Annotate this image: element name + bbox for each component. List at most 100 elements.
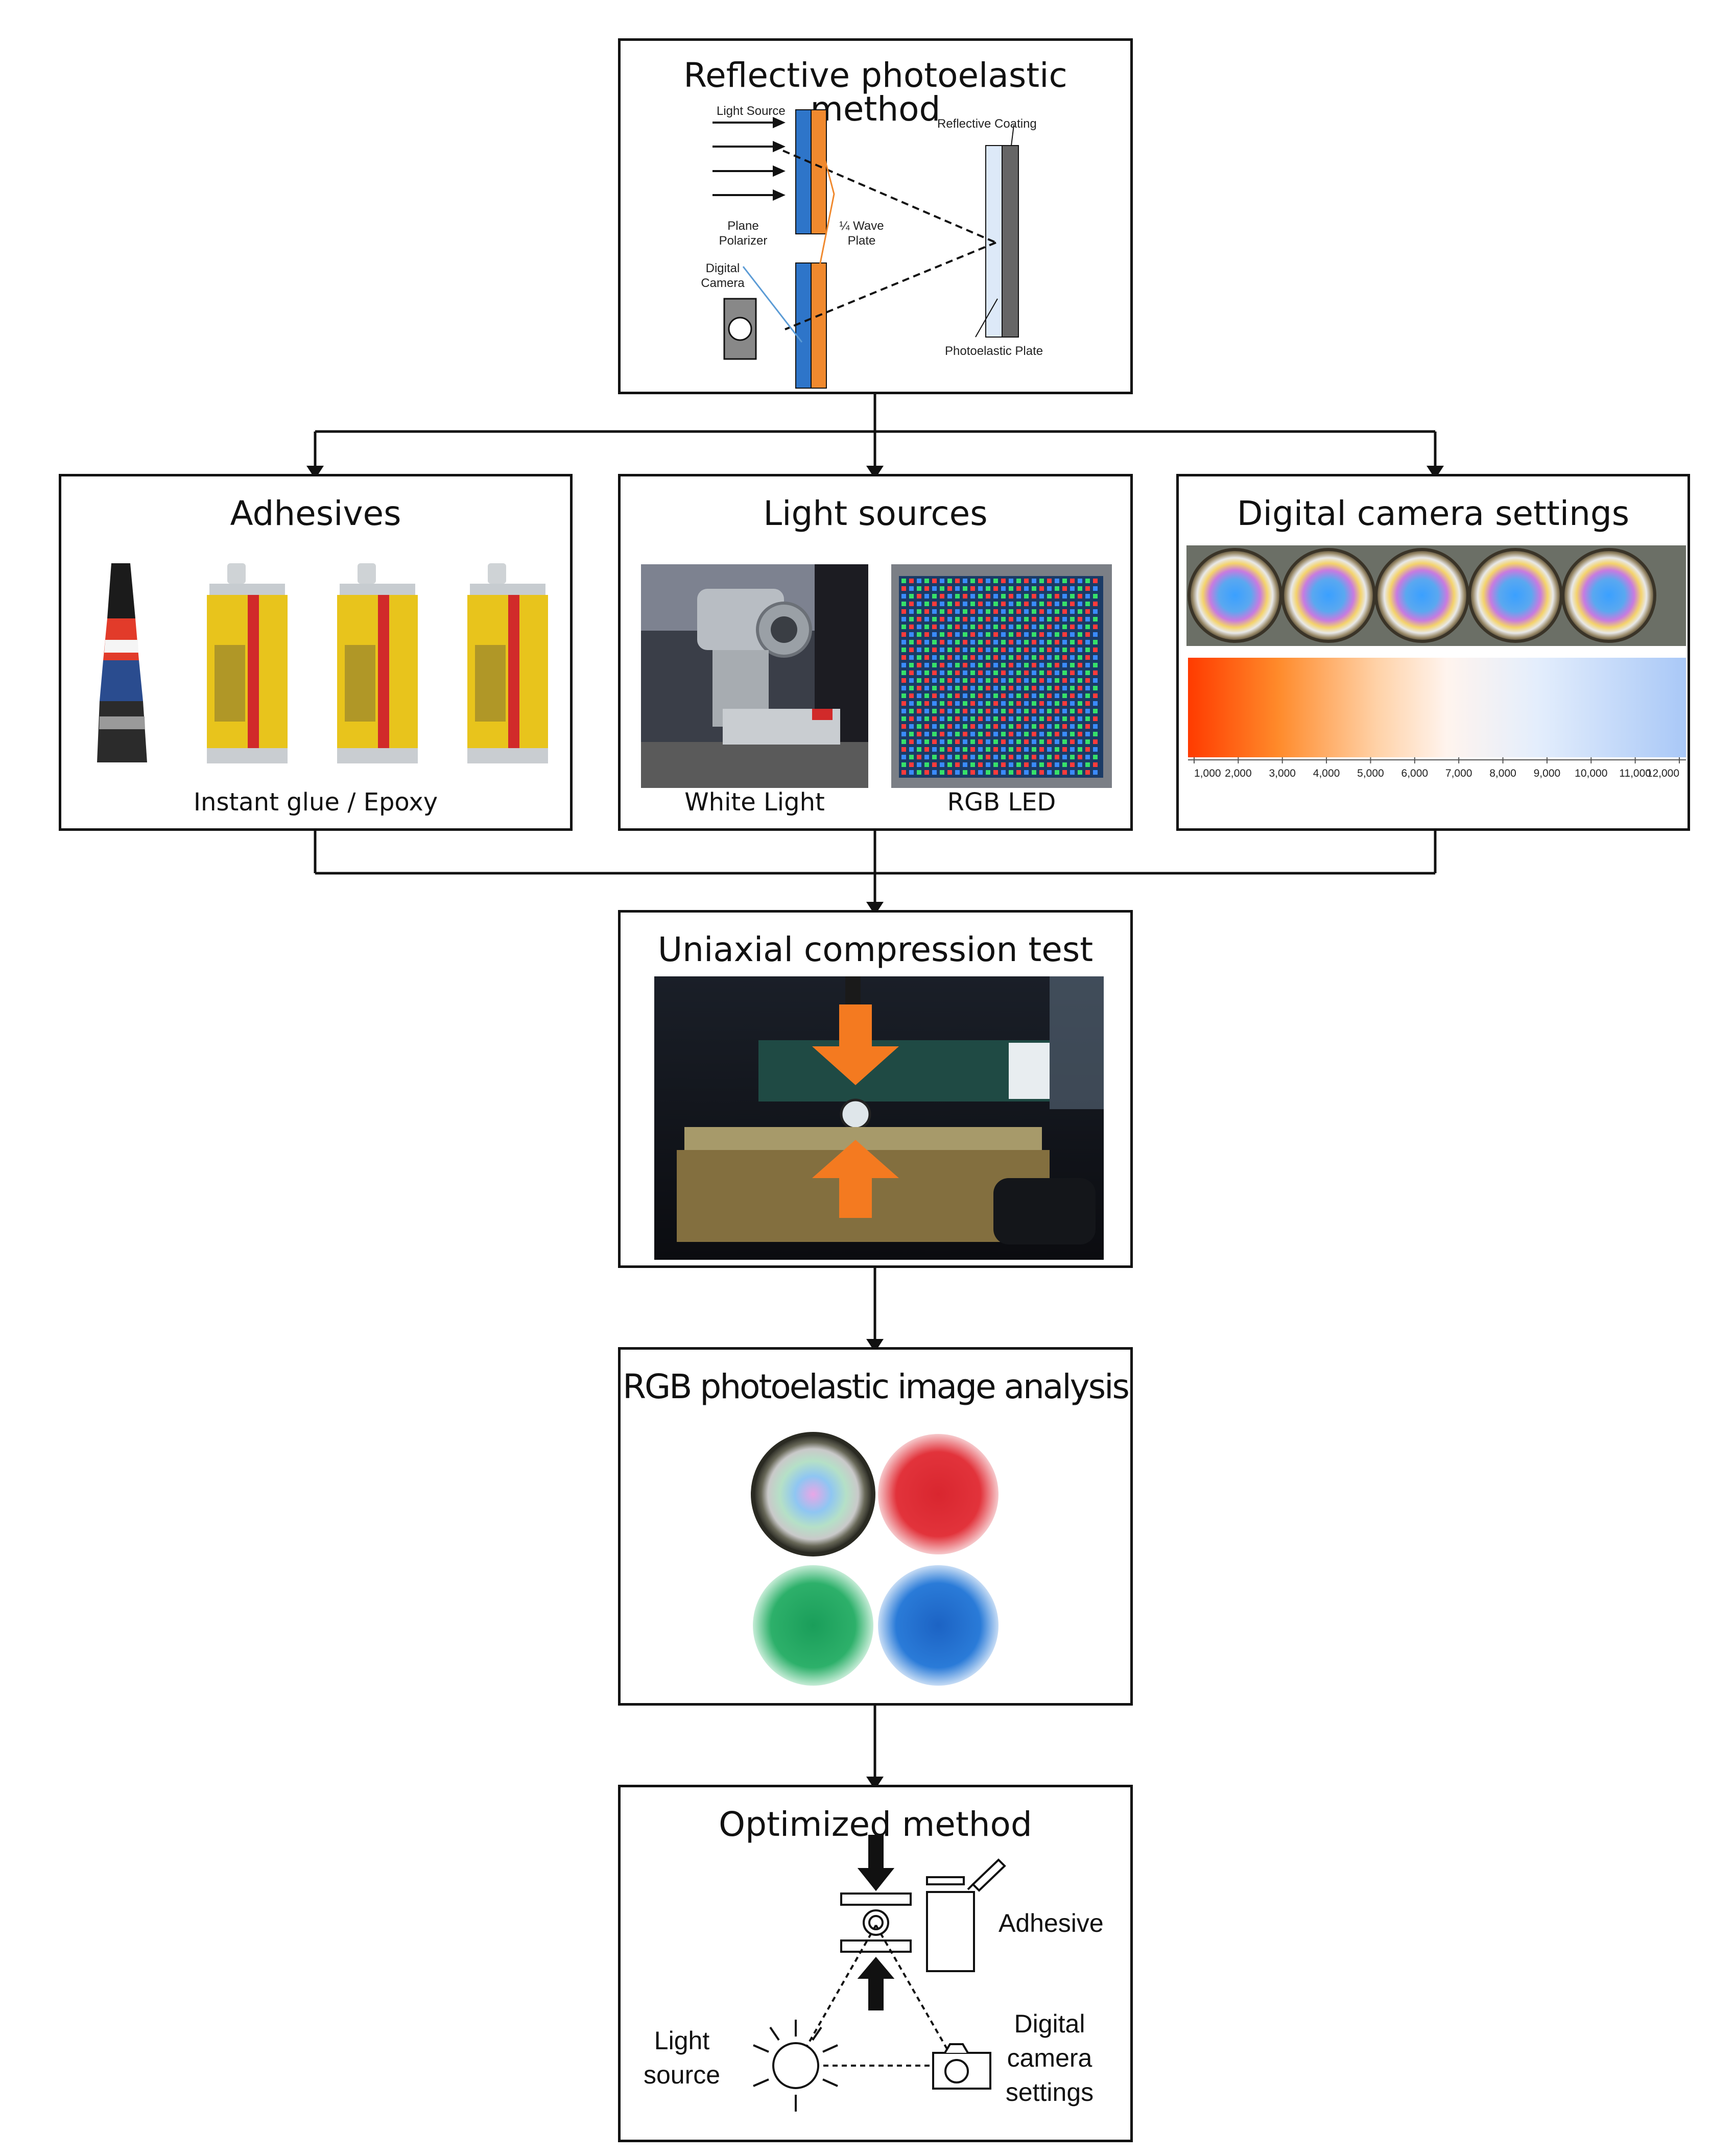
led-dot (940, 617, 944, 621)
led-dot (940, 640, 944, 644)
led-dot (1078, 617, 1082, 621)
led-dot (1039, 617, 1044, 621)
led-dot (978, 686, 983, 690)
led-dot (986, 609, 990, 614)
led-dot (1070, 579, 1075, 583)
led-dot (917, 579, 921, 583)
led-dot (955, 678, 960, 683)
led-dot (1047, 640, 1052, 644)
led-dot (1001, 663, 1006, 667)
led-dot (978, 732, 983, 736)
led-dot (1024, 655, 1029, 660)
led-dot (1055, 663, 1059, 667)
led-dot (901, 640, 906, 644)
led-dot (901, 663, 906, 667)
led-dot (1085, 663, 1090, 667)
led-dot (986, 770, 990, 775)
led-dot (1085, 648, 1090, 652)
kelvin-tick-label: 1,000 (1194, 768, 1221, 779)
white-balance-samples (1187, 548, 1656, 643)
label-light-source-line2: source (644, 2061, 720, 2089)
color-temperature-gradient (1188, 658, 1686, 757)
led-dot (924, 716, 929, 721)
led-dot (1078, 747, 1082, 752)
led-dot (947, 632, 952, 637)
led-dot (924, 625, 929, 629)
reflective-setup-diagram: Light Source Reflective Coating Plane Po… (701, 104, 1043, 389)
led-dot (986, 670, 990, 675)
led-dot (924, 640, 929, 644)
led-dot (978, 701, 983, 706)
led-dot (993, 716, 998, 721)
led-dot (1047, 755, 1052, 759)
led-dot (1024, 709, 1029, 713)
led-dot (1070, 693, 1075, 698)
arrowhead-optimized (866, 1777, 884, 1790)
led-dot (909, 716, 914, 721)
led-dot (1093, 655, 1098, 660)
led-dot (1001, 594, 1006, 598)
light-sources-images (641, 564, 1112, 788)
led-dot (932, 648, 937, 652)
led-dot (1047, 739, 1052, 744)
led-dot (1016, 724, 1021, 729)
led-dot (947, 663, 952, 667)
led-dot (940, 586, 944, 591)
led-dot (1001, 670, 1006, 675)
led-dot (993, 632, 998, 637)
led-dot (1039, 602, 1044, 606)
led-dot (955, 632, 960, 637)
led-dot (1039, 579, 1044, 583)
led-dot (947, 594, 952, 598)
led-dot (924, 617, 929, 621)
light-source-arrows (712, 116, 786, 201)
compression-test-photo (654, 976, 1104, 1260)
led-dot (1047, 625, 1052, 629)
led-dot (986, 678, 990, 683)
led-dot (993, 701, 998, 706)
led-dot (1032, 716, 1036, 721)
led-dot (1062, 586, 1067, 591)
led-dot (955, 762, 960, 767)
led-dot (1039, 762, 1044, 767)
led-dot (924, 724, 929, 729)
led-dot (947, 579, 952, 583)
kelvin-tick-label: 3,000 (1269, 768, 1296, 779)
led-dot (1009, 640, 1013, 644)
led-dot (932, 716, 937, 721)
led-dot (1039, 586, 1044, 591)
led-dot (1001, 724, 1006, 729)
led-dot (1032, 609, 1036, 614)
led-dot (1001, 617, 1006, 621)
led-dot (932, 693, 937, 698)
led-dot (924, 762, 929, 767)
led-dot (932, 625, 937, 629)
led-dot (1085, 701, 1090, 706)
led-dot (1070, 739, 1075, 744)
led-dot (901, 701, 906, 706)
led-dot (963, 579, 967, 583)
led-dot (955, 670, 960, 675)
led-dot (1009, 625, 1013, 629)
led-dot (1085, 655, 1090, 660)
led-dot (993, 586, 998, 591)
optimized-method-diagram: Adhesive Light source Digital camera set… (644, 1835, 1104, 2112)
led-dot (917, 678, 921, 683)
white-light-caption: White Light (684, 788, 825, 817)
led-dot (993, 670, 998, 675)
light-path (782, 150, 996, 330)
led-dot (1070, 625, 1075, 629)
led-dot (1055, 716, 1059, 721)
led-dot (1009, 762, 1013, 767)
led-dot (993, 617, 998, 621)
led-dot (1055, 747, 1059, 752)
led-dot (1078, 602, 1082, 606)
led-dot (1024, 586, 1029, 591)
led-dot (1062, 632, 1067, 637)
led-dot (978, 632, 983, 637)
led-dot (963, 617, 967, 621)
led-dot (901, 586, 906, 591)
led-dot (909, 747, 914, 752)
light-sources-title: Light sources (763, 494, 988, 533)
